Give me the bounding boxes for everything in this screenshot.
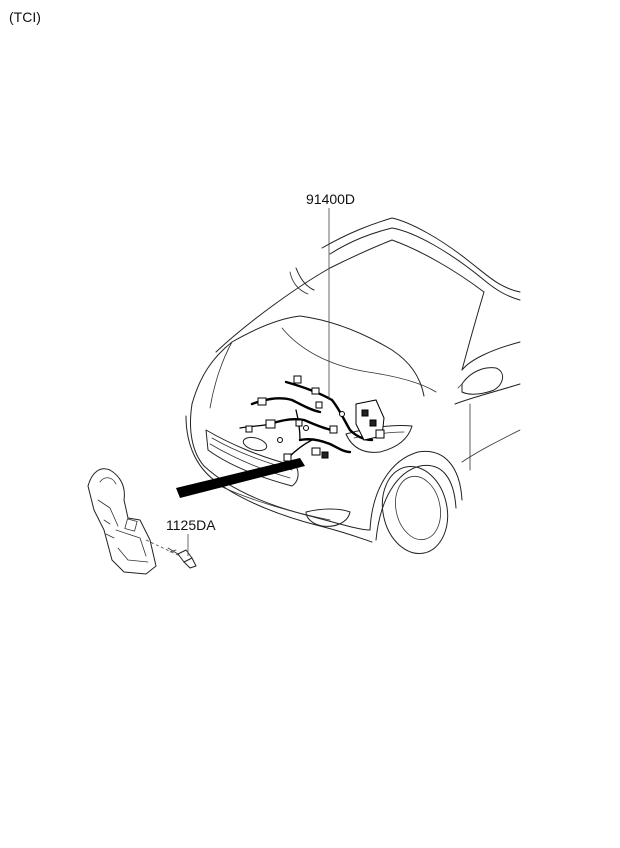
car-body-illustration: [185, 217, 521, 555]
variant-tag: (TCI): [9, 9, 41, 25]
part-label-harness: 91400D: [306, 191, 355, 207]
part-label-bolt: 1125DA: [166, 517, 216, 533]
harness-cable-band: [176, 458, 305, 498]
front-wiring-harness: [239, 375, 385, 462]
mounting-bracket: [87, 468, 157, 575]
bolt-part: [145, 539, 197, 569]
